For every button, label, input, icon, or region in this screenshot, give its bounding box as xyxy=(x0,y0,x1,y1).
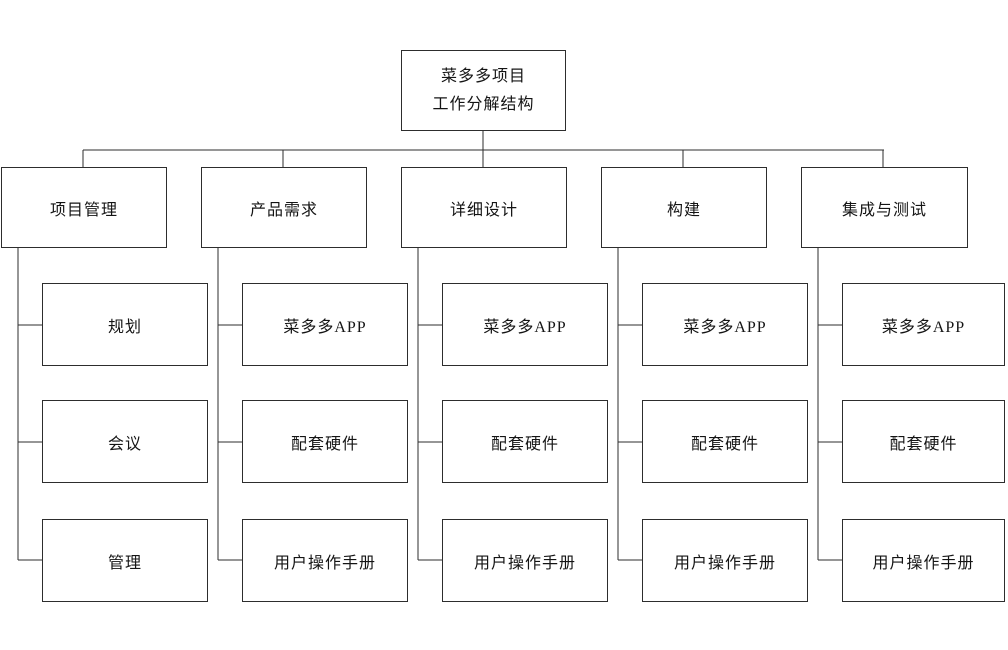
child-node: 用户操作手册 xyxy=(842,519,1005,602)
node-build: 构建 xyxy=(601,167,767,248)
child-node: 会议 xyxy=(42,400,208,483)
node-detailed-design: 详细设计 xyxy=(401,167,567,248)
root-node: 菜多多项目 工作分解结构 xyxy=(401,50,566,131)
node-product-requirements: 产品需求 xyxy=(201,167,367,248)
child-node: 管理 xyxy=(42,519,208,602)
child-node: 配套硬件 xyxy=(242,400,408,483)
child-node: 菜多多APP xyxy=(842,283,1005,366)
root-node-title-line1: 菜多多项目 xyxy=(440,67,526,85)
child-node: 用户操作手册 xyxy=(642,519,808,602)
node-project-management: 项目管理 xyxy=(1,167,167,248)
child-node: 规划 xyxy=(42,283,208,366)
child-node: 菜多多APP xyxy=(642,283,808,366)
child-node: 用户操作手册 xyxy=(242,519,408,602)
child-node: 配套硬件 xyxy=(642,400,808,483)
child-node: 用户操作手册 xyxy=(442,519,608,602)
node-integration-and-testing: 集成与测试 xyxy=(801,167,968,248)
child-node: 菜多多APP xyxy=(242,283,408,366)
root-node-title-line2: 工作分解结构 xyxy=(432,95,535,113)
child-node: 配套硬件 xyxy=(842,400,1005,483)
child-node: 菜多多APP xyxy=(442,283,608,366)
child-node: 配套硬件 xyxy=(442,400,608,483)
